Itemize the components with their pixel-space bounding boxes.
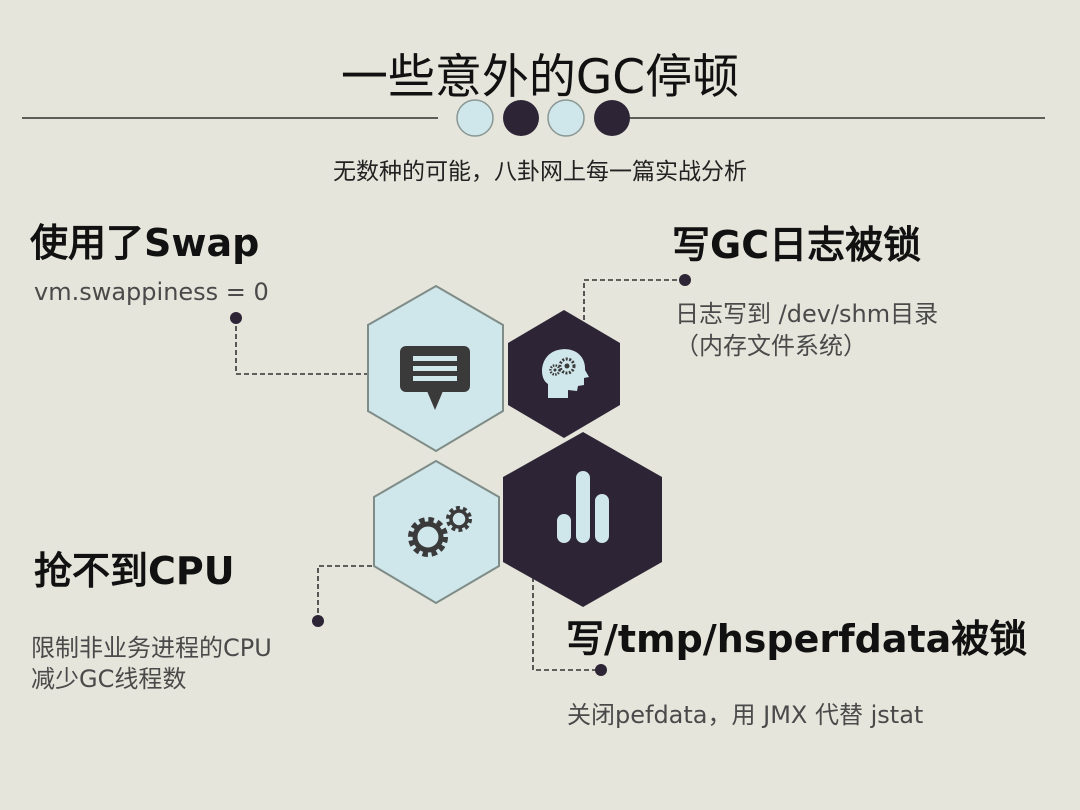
connector-dot-gclog <box>679 274 691 286</box>
desc-gclog-line-1: 日志写到 /dev/shm目录 <box>675 300 939 328</box>
hexagon-gclog <box>508 310 620 438</box>
bar-chart-icon <box>557 471 609 543</box>
desc-gclog-line-2: （内存文件系统） <box>675 332 867 360</box>
heading-cpu: 抢不到CPU <box>34 549 235 593</box>
decor-circle-3 <box>547 99 585 137</box>
heading-hsperf: 写/tmp/hsperfdata被锁 <box>566 617 1028 661</box>
connector-swap <box>235 318 369 375</box>
desc-cpu-line-1: 限制非业务进程的CPU <box>31 634 272 662</box>
speech-bubble-icon <box>400 346 470 410</box>
page-subtitle: 无数种的可能，八卦网上每一篇实战分析 <box>333 159 747 185</box>
hexagon-hsperf <box>503 432 662 607</box>
connector-dot-cpu <box>312 615 324 627</box>
desc-swap-line-1: vm.swappiness = 0 <box>34 278 269 306</box>
heading-swap: 使用了Swap <box>30 221 260 265</box>
connector-dot-swap <box>230 312 242 324</box>
decor-circle-1 <box>456 99 494 137</box>
desc-cpu-line-2: 减少GC线程数 <box>31 665 187 693</box>
decor-circle-4 <box>594 100 630 136</box>
head-gears-icon <box>542 349 589 398</box>
hexagon-cpu <box>373 459 500 605</box>
connector-hsperf <box>532 577 601 671</box>
decor-circle-2 <box>503 100 539 136</box>
connector-dot-hsperf <box>595 664 607 676</box>
desc-hsperf-line-1: 关闭pefdata，用 JMX 代替 jstat <box>567 701 924 729</box>
heading-gclog: 写GC日志被锁 <box>672 223 922 267</box>
gears-icon <box>408 506 472 557</box>
page-title: 一些意外的GC停顿 <box>340 50 740 105</box>
connector-gclog <box>583 279 685 322</box>
connector-cpu <box>317 565 375 621</box>
hexagon-swap <box>367 284 504 453</box>
